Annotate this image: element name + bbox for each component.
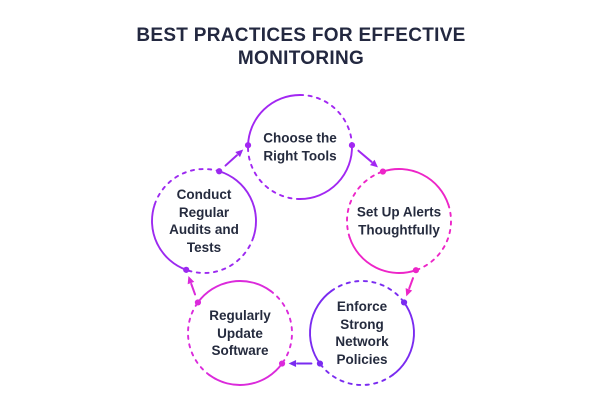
connector-dot: [379, 168, 387, 175]
connector-dot: [400, 299, 408, 306]
flow-arrow-3: [187, 275, 197, 296]
node-circle-2: [309, 280, 415, 386]
node-circle-3: [187, 280, 293, 386]
node-label-conduct-regular-audits-and-tests: Conduct Regular Audits and Tests: [169, 187, 239, 255]
node-circle-4: [151, 168, 257, 274]
connector-dot: [316, 360, 324, 367]
connector-dot: [216, 168, 223, 175]
node-label-choose-the-right-tools: Choose the Right Tools: [263, 130, 337, 164]
node-circle-1: [346, 168, 452, 274]
flow-arrow-1: [405, 277, 414, 297]
connector-dot: [348, 142, 356, 149]
flow-arrow-4: [224, 149, 244, 167]
connector-dot: [412, 267, 420, 274]
flow-arrow-0: [357, 149, 378, 168]
page-title: BEST PRACTICES FOR EFFECTIVE MONITORING: [136, 25, 466, 69]
node-label-enforce-strong-network-policies: Enforce Strong Network Policies: [335, 299, 389, 367]
connector-dot: [244, 142, 252, 149]
connector-dot: [194, 299, 202, 306]
connector-dot: [278, 360, 286, 367]
flow-arrow-2: [288, 360, 313, 368]
node-circle-0: [244, 94, 356, 200]
connector-dot: [183, 266, 190, 273]
node-label-set-up-alerts-thoughtfully: Set Up Alerts Thoughtfully: [356, 204, 442, 238]
node-label-regularly-update-software: Regularly Update Software: [209, 307, 271, 358]
